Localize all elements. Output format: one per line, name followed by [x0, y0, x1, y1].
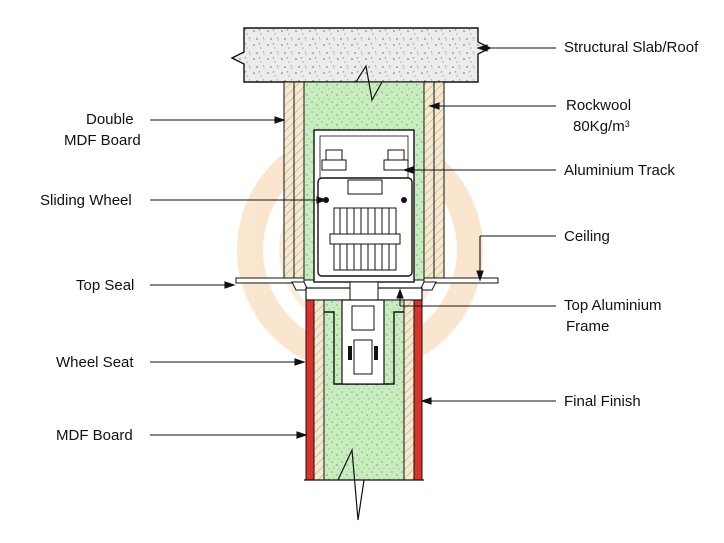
label-double-mdf: Double [86, 111, 134, 128]
rockwool-density-value: 80Kg/m [573, 118, 625, 135]
label-rockwool: Rockwool [566, 97, 632, 114]
label-double-mdf-2: MDF Board [64, 132, 141, 149]
label-final-finish: Final Finish [564, 393, 641, 410]
label-top-aluminium-frame-2: Frame [566, 318, 610, 335]
rockwool-density-unit-sup: 3 [624, 119, 630, 129]
label-sliding-wheel: Sliding Wheel [40, 192, 132, 209]
label-ceiling: Ceiling [564, 228, 610, 245]
wheel-seat [324, 299, 404, 385]
sliding-wheel-assembly [317, 177, 413, 277]
track-bolts [321, 149, 409, 171]
label-aluminium-track: Aluminium Track [564, 162, 675, 179]
label-wheel-seat: Wheel Seat [56, 354, 134, 371]
ceiling [235, 277, 499, 284]
label-rockwool-density: 80Kg/m3 [573, 117, 630, 136]
structural-slab [230, 27, 492, 83]
label-top-aluminium-frame: Top Aluminium [564, 297, 662, 314]
label-structural-slab: Structural Slab/Roof [564, 39, 699, 56]
label-top-seal: Top Seal [76, 277, 135, 294]
top-aluminium-frame [305, 281, 423, 301]
top-seal [291, 281, 437, 291]
leader-lines [150, 44, 556, 439]
label-mdf-board: MDF Board [56, 427, 133, 444]
